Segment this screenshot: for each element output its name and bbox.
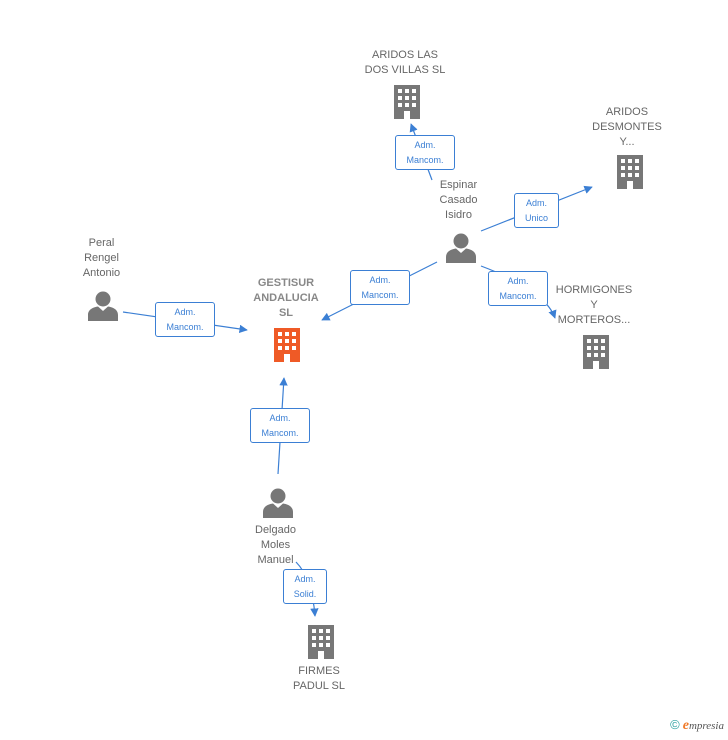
person-icon[interactable] [263,488,293,519]
company-label-aridos-dos-villas[interactable]: ARIDOS LAS DOS VILLAS SL [364,49,446,76]
company-label-hormigones[interactable]: HORMIGONES Y MORTEROS... [555,284,633,326]
role-box-espinar-gestisur[interactable]: Adm. Mancom. [350,270,410,305]
copyright-symbol: © [670,717,680,732]
role-box-peral-gestisur[interactable]: Adm. Mancom. [155,302,215,337]
building-icon[interactable] [583,335,609,369]
role-box-espinar-dos-villas[interactable]: Adm. Mancom. [395,135,455,170]
person-label-espinar[interactable]: Espinar Casado Isidro [439,179,478,221]
company-label-aridos-desmontes[interactable]: ARIDOS DESMONTES Y... [592,106,662,148]
building-icon[interactable] [274,328,300,362]
brand-name: mpresia [688,720,724,732]
building-icon[interactable] [617,155,643,189]
brand-initial: e [682,718,689,733]
person-icon[interactable] [446,233,476,264]
role-box-delgado-firmes[interactable]: Adm. Solid. [283,569,327,604]
person-label-delgado[interactable]: Delgado Moles Manuel [255,524,296,566]
empresia-logo: © empresia [670,717,724,734]
building-icon[interactable] [308,625,334,659]
company-label-gestisur[interactable]: GESTISUR ANDALUCIA SL [253,277,319,319]
company-label-firmes-padul[interactable]: FIRMES PADUL SL [293,665,345,692]
person-label-peral[interactable]: Peral Rengel Antonio [82,237,121,279]
role-box-delgado-gestisur[interactable]: Adm. Mancom. [250,408,310,443]
role-box-espinar-hormigones[interactable]: Adm. Mancom. [488,271,548,306]
role-box-espinar-desmontes[interactable]: Adm. Unico [514,193,559,228]
person-icon[interactable] [88,291,118,322]
building-icon[interactable] [394,85,420,119]
